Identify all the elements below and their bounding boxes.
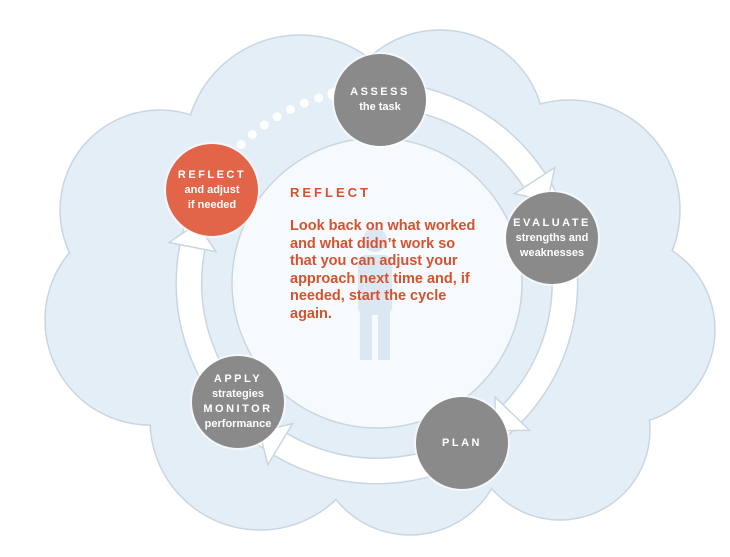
detail-body: Look back on what worked and what didn’t… <box>290 218 476 322</box>
plan-title: PLAN <box>442 436 482 449</box>
reflect-title: REFLECT <box>177 168 247 181</box>
step-apply: APPLY strategies MONITOR performance <box>192 356 284 448</box>
apply-line4: performance <box>204 418 272 430</box>
dotted-path-dot <box>285 104 295 114</box>
apply-line2: strategies <box>212 388 264 400</box>
reflect-line3: if needed <box>187 198 237 211</box>
dotted-path-dot <box>236 140 246 150</box>
arrowhead <box>166 222 218 253</box>
step-reflect: REFLECT and adjust if needed <box>166 144 258 236</box>
person-silhouette <box>358 228 392 360</box>
dotted-path-dot <box>272 112 282 122</box>
dotted-path-dot <box>299 98 309 108</box>
apply-title: APPLY <box>213 373 263 385</box>
evaluate-line2: strengths and <box>515 231 589 244</box>
monitor-title: MONITOR <box>203 403 273 415</box>
assess-subtitle: the task <box>359 101 401 113</box>
detail-title: REFLECT <box>290 185 371 200</box>
dotted-path-dot <box>247 129 257 139</box>
step-assess: ASSESS the task <box>334 54 426 146</box>
reflect-line2: and adjust <box>184 183 240 196</box>
assess-title: ASSESS <box>350 86 410 98</box>
evaluate-title: EVALUATE <box>513 216 591 229</box>
step-evaluate: EVALUATE strengths and weaknesses <box>506 192 598 284</box>
evaluate-line3: weaknesses <box>519 246 585 259</box>
step-plan: PLAN <box>416 397 508 489</box>
dotted-path-dot <box>259 120 269 130</box>
dotted-path-dot <box>314 93 324 103</box>
